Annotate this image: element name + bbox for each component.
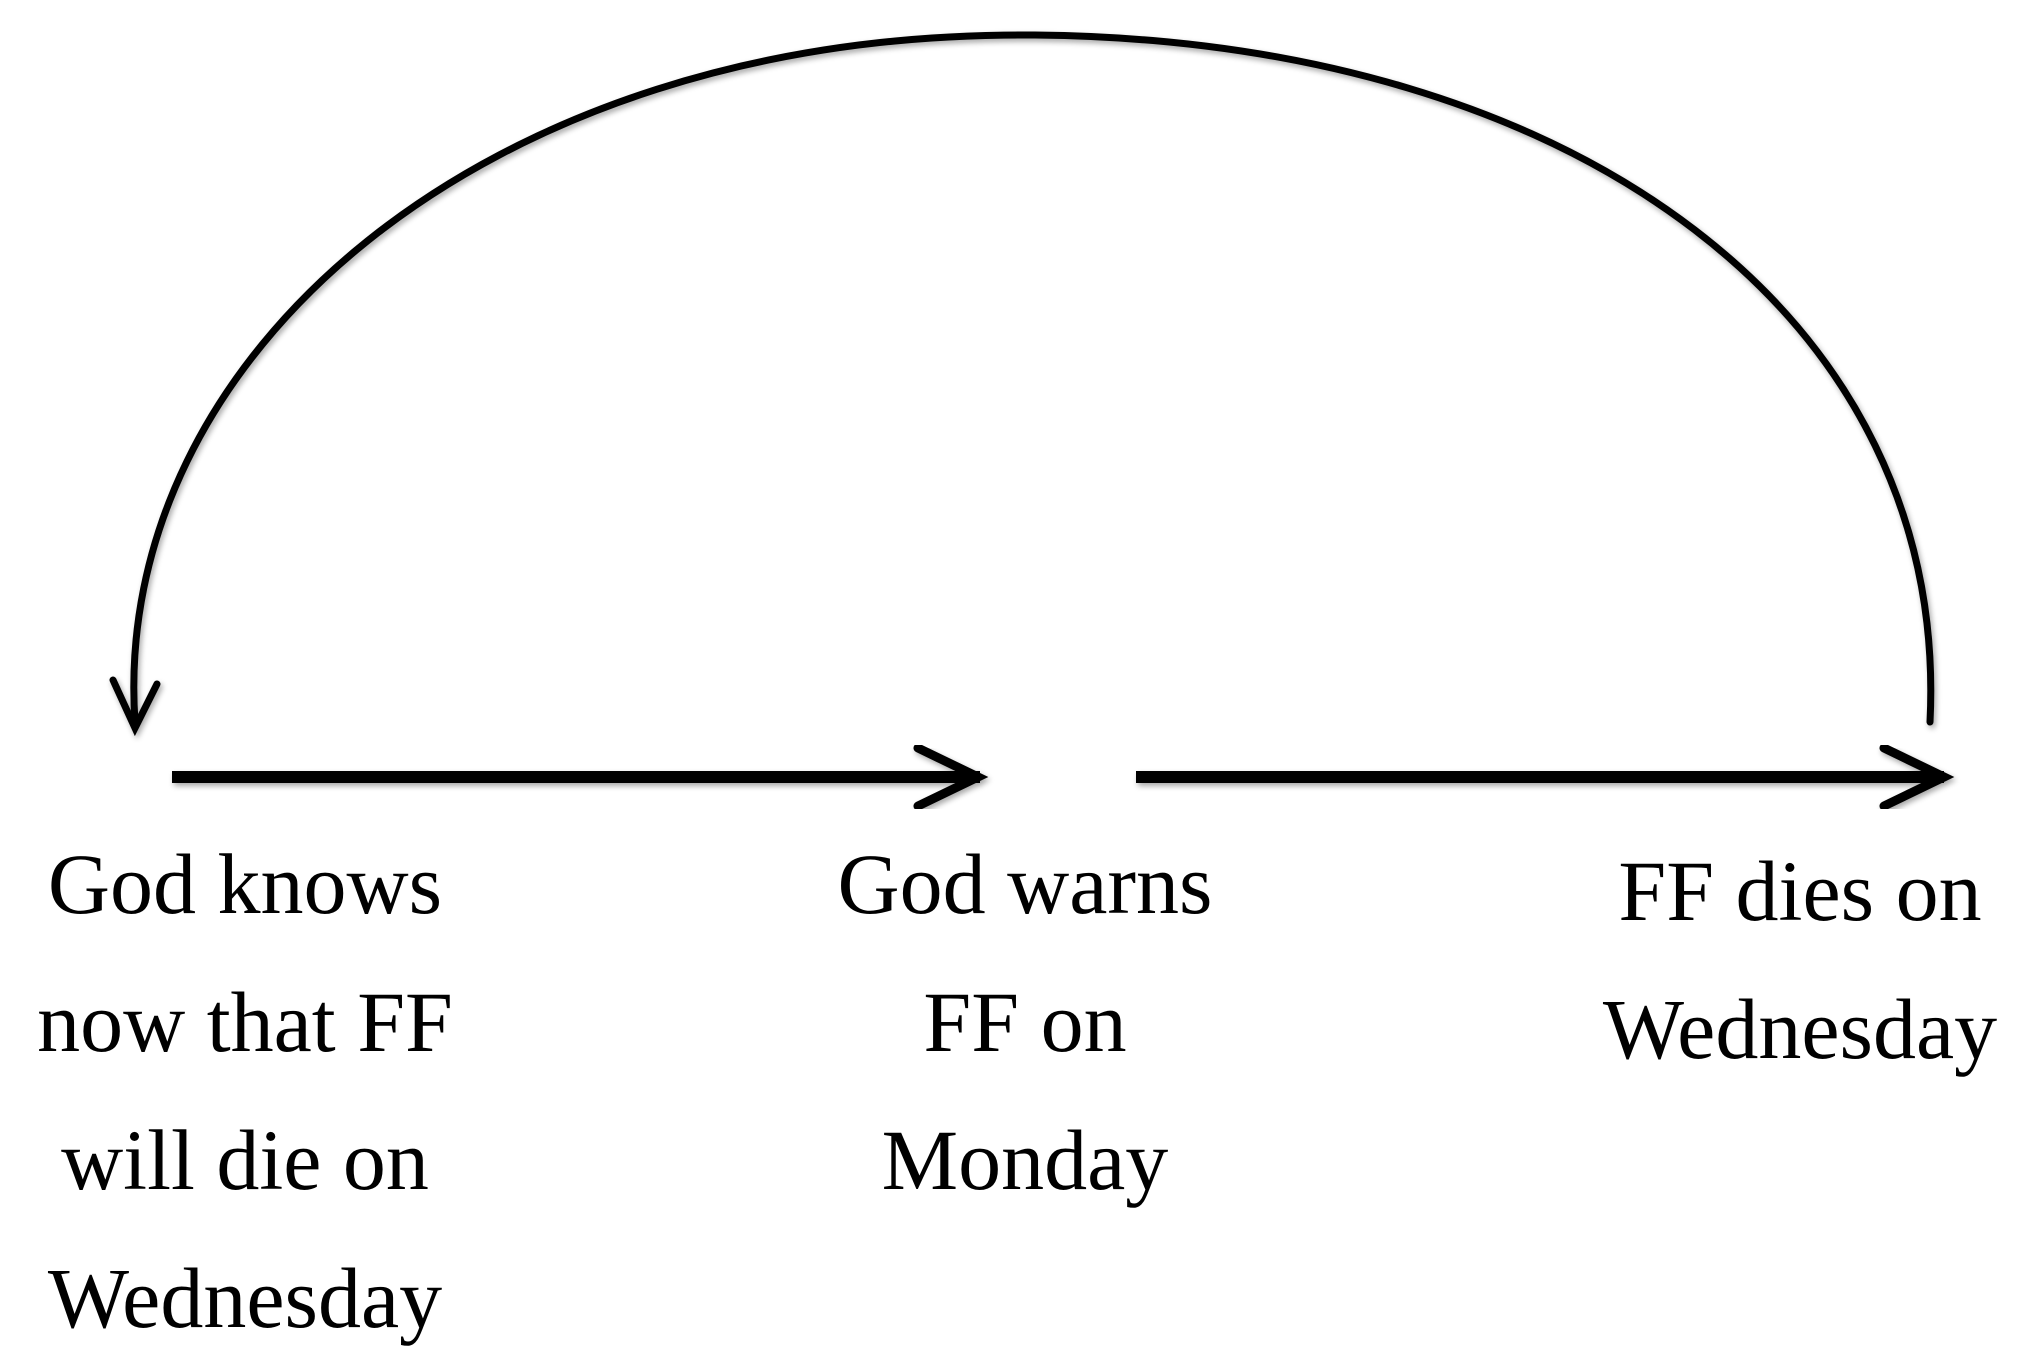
node-line: Monday [881, 1112, 1169, 1208]
arc-line [130, 31, 1935, 726]
node-line: Wednesday [1602, 981, 1998, 1077]
node-line: FF dies on [1618, 843, 1982, 939]
arrowhead [913, 743, 989, 811]
edge-ff-dies-to-god-knows [109, 31, 1935, 737]
node-god-warns: God warns FF on Monday [790, 815, 1260, 1229]
node-line: Wednesday [47, 1250, 443, 1346]
node-ff-dies: FF dies on Wednesday [1560, 822, 2040, 1098]
node-line: God warns [837, 836, 1213, 932]
node-god-knows: God knows now that FF will die on Wednes… [0, 815, 490, 1367]
arrowhead [1879, 743, 1955, 811]
node-line: will die on [61, 1112, 429, 1208]
node-line: now that FF [37, 974, 453, 1070]
edge-god-warns-to-ff-dies [1136, 743, 1955, 811]
arc-arrowhead [109, 676, 161, 737]
node-line: God knows [47, 836, 443, 932]
node-line: FF on [923, 974, 1127, 1070]
edge-god-knows-to-god-warns [172, 743, 989, 811]
